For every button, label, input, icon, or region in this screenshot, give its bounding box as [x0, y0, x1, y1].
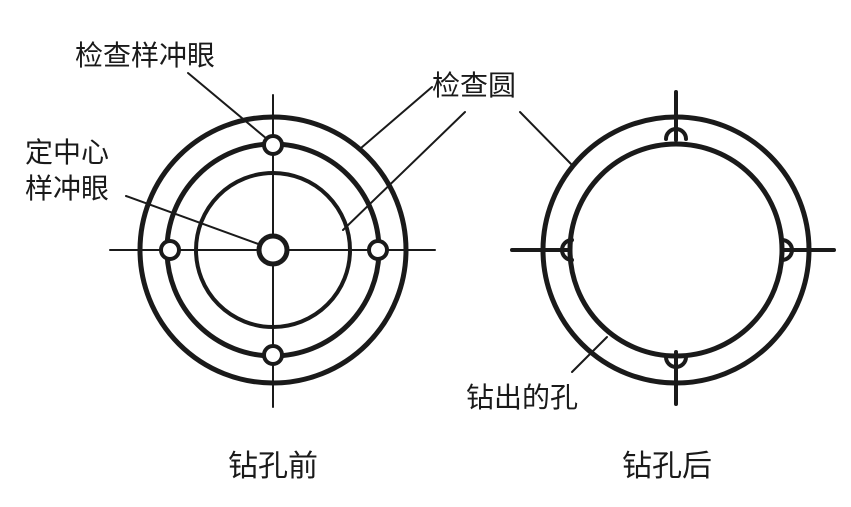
after-drilling-figure	[510, 90, 836, 406]
after-drilled-hole	[567, 141, 785, 359]
after-punch-half-right	[780, 238, 794, 262]
after-punch-half-top	[664, 127, 688, 141]
label-center-punch-line2: 样冲眼	[25, 172, 110, 205]
before-outer-circle	[137, 114, 409, 386]
label-check-punch: 检查样冲眼	[75, 39, 216, 72]
label-center-punch-line1: 定中心	[25, 136, 110, 169]
after-punch-half-bottom	[664, 355, 688, 369]
label-drilled-hole: 钻出的孔	[466, 381, 579, 414]
after-outer-circle	[540, 114, 812, 386]
before-drilling-figure	[109, 72, 466, 408]
leader-after-check-circle	[519, 111, 573, 166]
check-punch-top	[262, 134, 284, 156]
leader-check-circle-inner	[342, 111, 466, 231]
leader-check-punch	[187, 72, 268, 140]
label-check-circle: 检查圆	[432, 69, 517, 102]
caption-before-drilling: 钻孔前	[228, 449, 318, 484]
leader-center-punch	[125, 195, 262, 246]
caption-after-drilling: 钻孔后	[622, 449, 712, 484]
check-punch-bottom	[262, 344, 284, 366]
check-punch-left	[159, 239, 181, 261]
check-punch-right	[367, 239, 389, 261]
leader-drilled-hole	[571, 336, 608, 373]
leader-check-circle-outer	[360, 86, 433, 149]
center-punch-mark	[256, 233, 290, 267]
before-inner-circle	[194, 171, 352, 329]
